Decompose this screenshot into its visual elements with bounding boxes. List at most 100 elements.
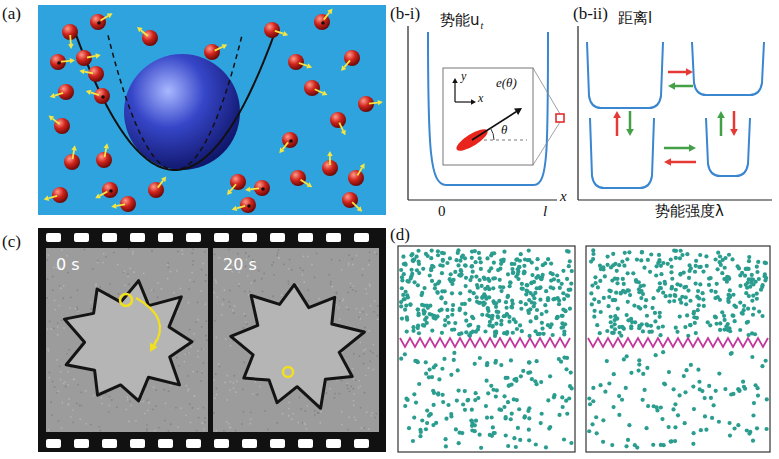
frame-noise <box>167 278 169 280</box>
frame-noise <box>353 378 355 380</box>
particle-dot <box>464 284 468 288</box>
velocity-arrow-shaft <box>339 123 343 131</box>
frame-noise <box>307 289 309 291</box>
frame-noise <box>143 273 145 275</box>
particle-dot <box>619 291 623 295</box>
particle-dot <box>101 95 105 99</box>
particle-dot <box>704 254 708 258</box>
frame-noise <box>158 427 160 429</box>
time-stamp: 0 s <box>56 256 80 274</box>
frame-noise <box>97 260 99 262</box>
frame-noise <box>79 418 81 420</box>
particle-dot <box>467 298 471 302</box>
velocity-arrow-shaft <box>324 13 330 20</box>
frame-noise <box>144 412 146 414</box>
frame-noise <box>369 251 371 253</box>
particle-dot <box>446 315 450 319</box>
particle-dot <box>518 259 522 263</box>
frame-noise <box>214 253 216 255</box>
particle-dot <box>495 310 499 314</box>
particle-dot <box>731 293 735 297</box>
particle-dot <box>737 266 741 270</box>
frame-noise <box>303 281 305 283</box>
frame-noise <box>278 257 280 259</box>
particle-dot <box>718 321 722 325</box>
particle-dot <box>480 284 484 288</box>
frame-noise <box>61 427 63 429</box>
particle-dot <box>687 276 691 280</box>
frame-noise <box>362 308 364 310</box>
active-particle <box>204 44 220 60</box>
particle-dot <box>713 315 717 319</box>
frame-noise <box>127 399 129 401</box>
frame-noise <box>197 356 199 358</box>
particle-dot <box>416 307 420 311</box>
particle-dot <box>416 283 420 287</box>
particle-dot <box>742 308 746 312</box>
particle-dot <box>413 359 417 363</box>
particle-dot <box>478 301 482 305</box>
particle-dot <box>682 374 686 378</box>
frame-noise <box>68 404 70 406</box>
particle-dot <box>449 272 453 276</box>
frame-noise <box>103 253 105 255</box>
particle-dot <box>678 314 682 318</box>
frame-noise <box>197 408 199 410</box>
particle-dot <box>667 370 671 374</box>
velocity-arrow-shaft <box>215 47 223 51</box>
frame-noise <box>48 350 50 352</box>
frame-noise <box>304 423 306 425</box>
frame-noise <box>117 264 119 266</box>
particle-dot <box>448 256 452 260</box>
simulation-box <box>398 246 575 452</box>
particle-dot <box>494 359 498 363</box>
frame-noise <box>50 401 52 403</box>
sprocket-hole <box>130 233 145 242</box>
particle-dot <box>661 291 665 295</box>
frame-noise <box>336 293 338 295</box>
frame-noise <box>101 403 103 405</box>
frame-noise <box>341 269 343 271</box>
frame-noise <box>48 372 50 374</box>
particle-dot <box>651 443 655 447</box>
particle-dot <box>476 327 480 331</box>
particle-dot <box>557 299 561 303</box>
frame-noise <box>346 383 348 385</box>
frame-noise <box>170 423 172 425</box>
sprocket-hole <box>242 233 257 242</box>
particle-dot <box>247 204 251 208</box>
frame-noise <box>128 248 130 250</box>
frame-noise <box>276 422 278 424</box>
frame-noise <box>368 428 370 430</box>
frame-noise <box>74 308 76 310</box>
particle-dot <box>603 390 607 394</box>
particle-dot <box>464 276 468 280</box>
particle-dot <box>448 277 452 281</box>
particle-dot <box>409 276 413 280</box>
particle-dot <box>560 395 564 399</box>
particle-dot <box>697 265 701 269</box>
particle-dot <box>729 352 733 356</box>
particle-dot <box>534 315 538 319</box>
frame-noise <box>47 348 49 350</box>
frame-noise <box>311 264 313 266</box>
particle-dot <box>626 438 630 442</box>
particle-dot <box>494 322 498 326</box>
particle-dot <box>637 358 641 362</box>
velocity-arrow-shaft <box>48 196 57 198</box>
particle-dot <box>689 363 693 367</box>
particle-dot <box>468 289 472 293</box>
vector-label: e(θ) <box>496 76 517 91</box>
particle-dot <box>449 414 453 418</box>
frame-noise <box>47 278 49 280</box>
particle-dot <box>459 269 463 273</box>
particle-dot <box>686 288 690 292</box>
frame-noise <box>375 417 377 419</box>
frame-noise <box>339 260 341 262</box>
particle-dot <box>530 300 534 304</box>
particle-dot <box>727 300 731 304</box>
particle-dot <box>404 303 408 307</box>
frame-noise <box>276 255 278 257</box>
particle-dot <box>633 443 637 447</box>
particle-dot <box>450 308 454 312</box>
